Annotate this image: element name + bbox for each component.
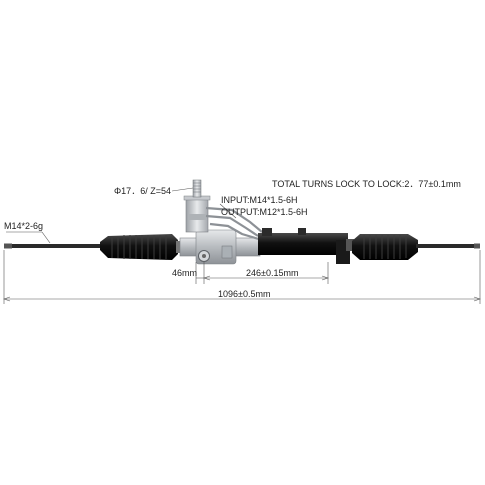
input-port-label: INPUT:M14*1.5-6H <box>221 195 298 205</box>
leader-lines <box>6 187 237 244</box>
spline-spec-label: Φ17．6/ Z=54 <box>114 186 171 196</box>
output-port-label: OUTPUT:M12*1.5-6H <box>221 207 308 217</box>
dimension-46mm <box>195 262 205 284</box>
valve-housing-column <box>183 179 211 233</box>
left-tie-rod <box>4 243 103 249</box>
dimension-246mm <box>203 262 329 284</box>
tie-rod-thread-label: M14*2-6g <box>4 221 43 231</box>
dim-46-label: 46mm <box>172 268 197 278</box>
right-rubber-boot <box>346 234 418 260</box>
dim-246-label: 246±0.15mm <box>246 268 298 278</box>
power-cylinder-tube <box>258 228 350 264</box>
left-rubber-boot <box>100 234 182 260</box>
right-tie-rod <box>416 243 480 249</box>
dimension-overall-length <box>3 250 481 304</box>
total-turns-label: TOTAL TURNS LOCK TO LOCK:2．77±0.1mm <box>272 179 461 189</box>
hydraulic-lines <box>205 206 263 242</box>
dim-total-label: 1096±0.5mm <box>218 289 270 299</box>
